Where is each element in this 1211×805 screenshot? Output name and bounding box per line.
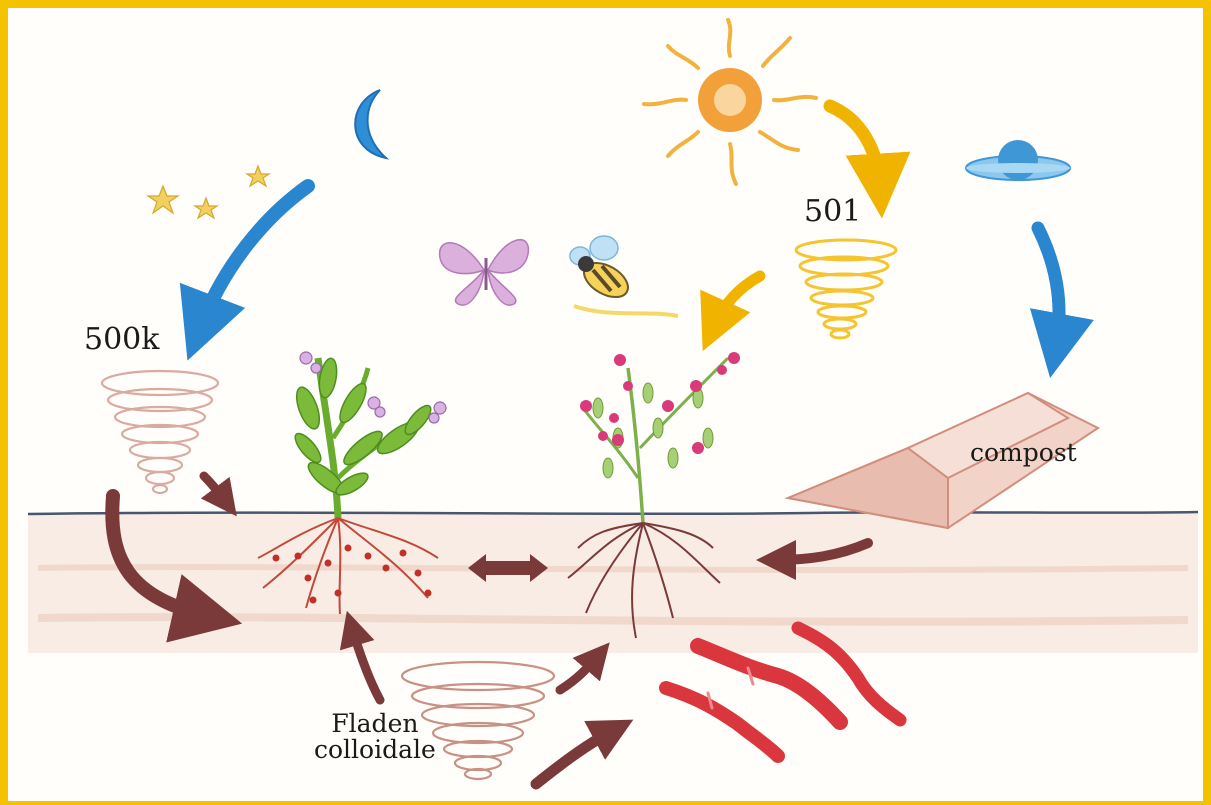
fladen-to-right-root-arrow <box>560 656 598 690</box>
label-fladen-line2: colloidale <box>314 737 436 763</box>
plant-icon <box>291 352 446 518</box>
label-fladen-line1: Fladen <box>314 711 436 737</box>
moon-to-500k-arrow <box>200 186 308 328</box>
spiral-icon <box>796 240 896 338</box>
label-501: 501 <box>804 196 861 228</box>
pollinator-to-plant-arrow <box>714 276 760 326</box>
label-500k: 500k <box>84 324 159 356</box>
fladen-to-worms-arrow <box>536 730 614 784</box>
planet-to-compost-arrow <box>1038 228 1059 346</box>
spiral-500k-to-soil-arrow <box>204 476 226 502</box>
star-icon <box>148 166 269 218</box>
sun-icon <box>644 20 816 184</box>
label-fladen-colloidale: Fladen colloidale <box>314 711 436 764</box>
planet-icon <box>966 140 1070 180</box>
bee-icon <box>570 236 678 316</box>
diagram-canvas <box>8 8 1203 801</box>
label-compost: compost <box>970 440 1077 466</box>
plant-icon <box>580 352 740 523</box>
soil-band <box>28 512 1198 653</box>
sun-to-501-arrow <box>830 106 880 186</box>
butterfly-icon <box>440 240 529 305</box>
moon-icon <box>355 90 386 158</box>
